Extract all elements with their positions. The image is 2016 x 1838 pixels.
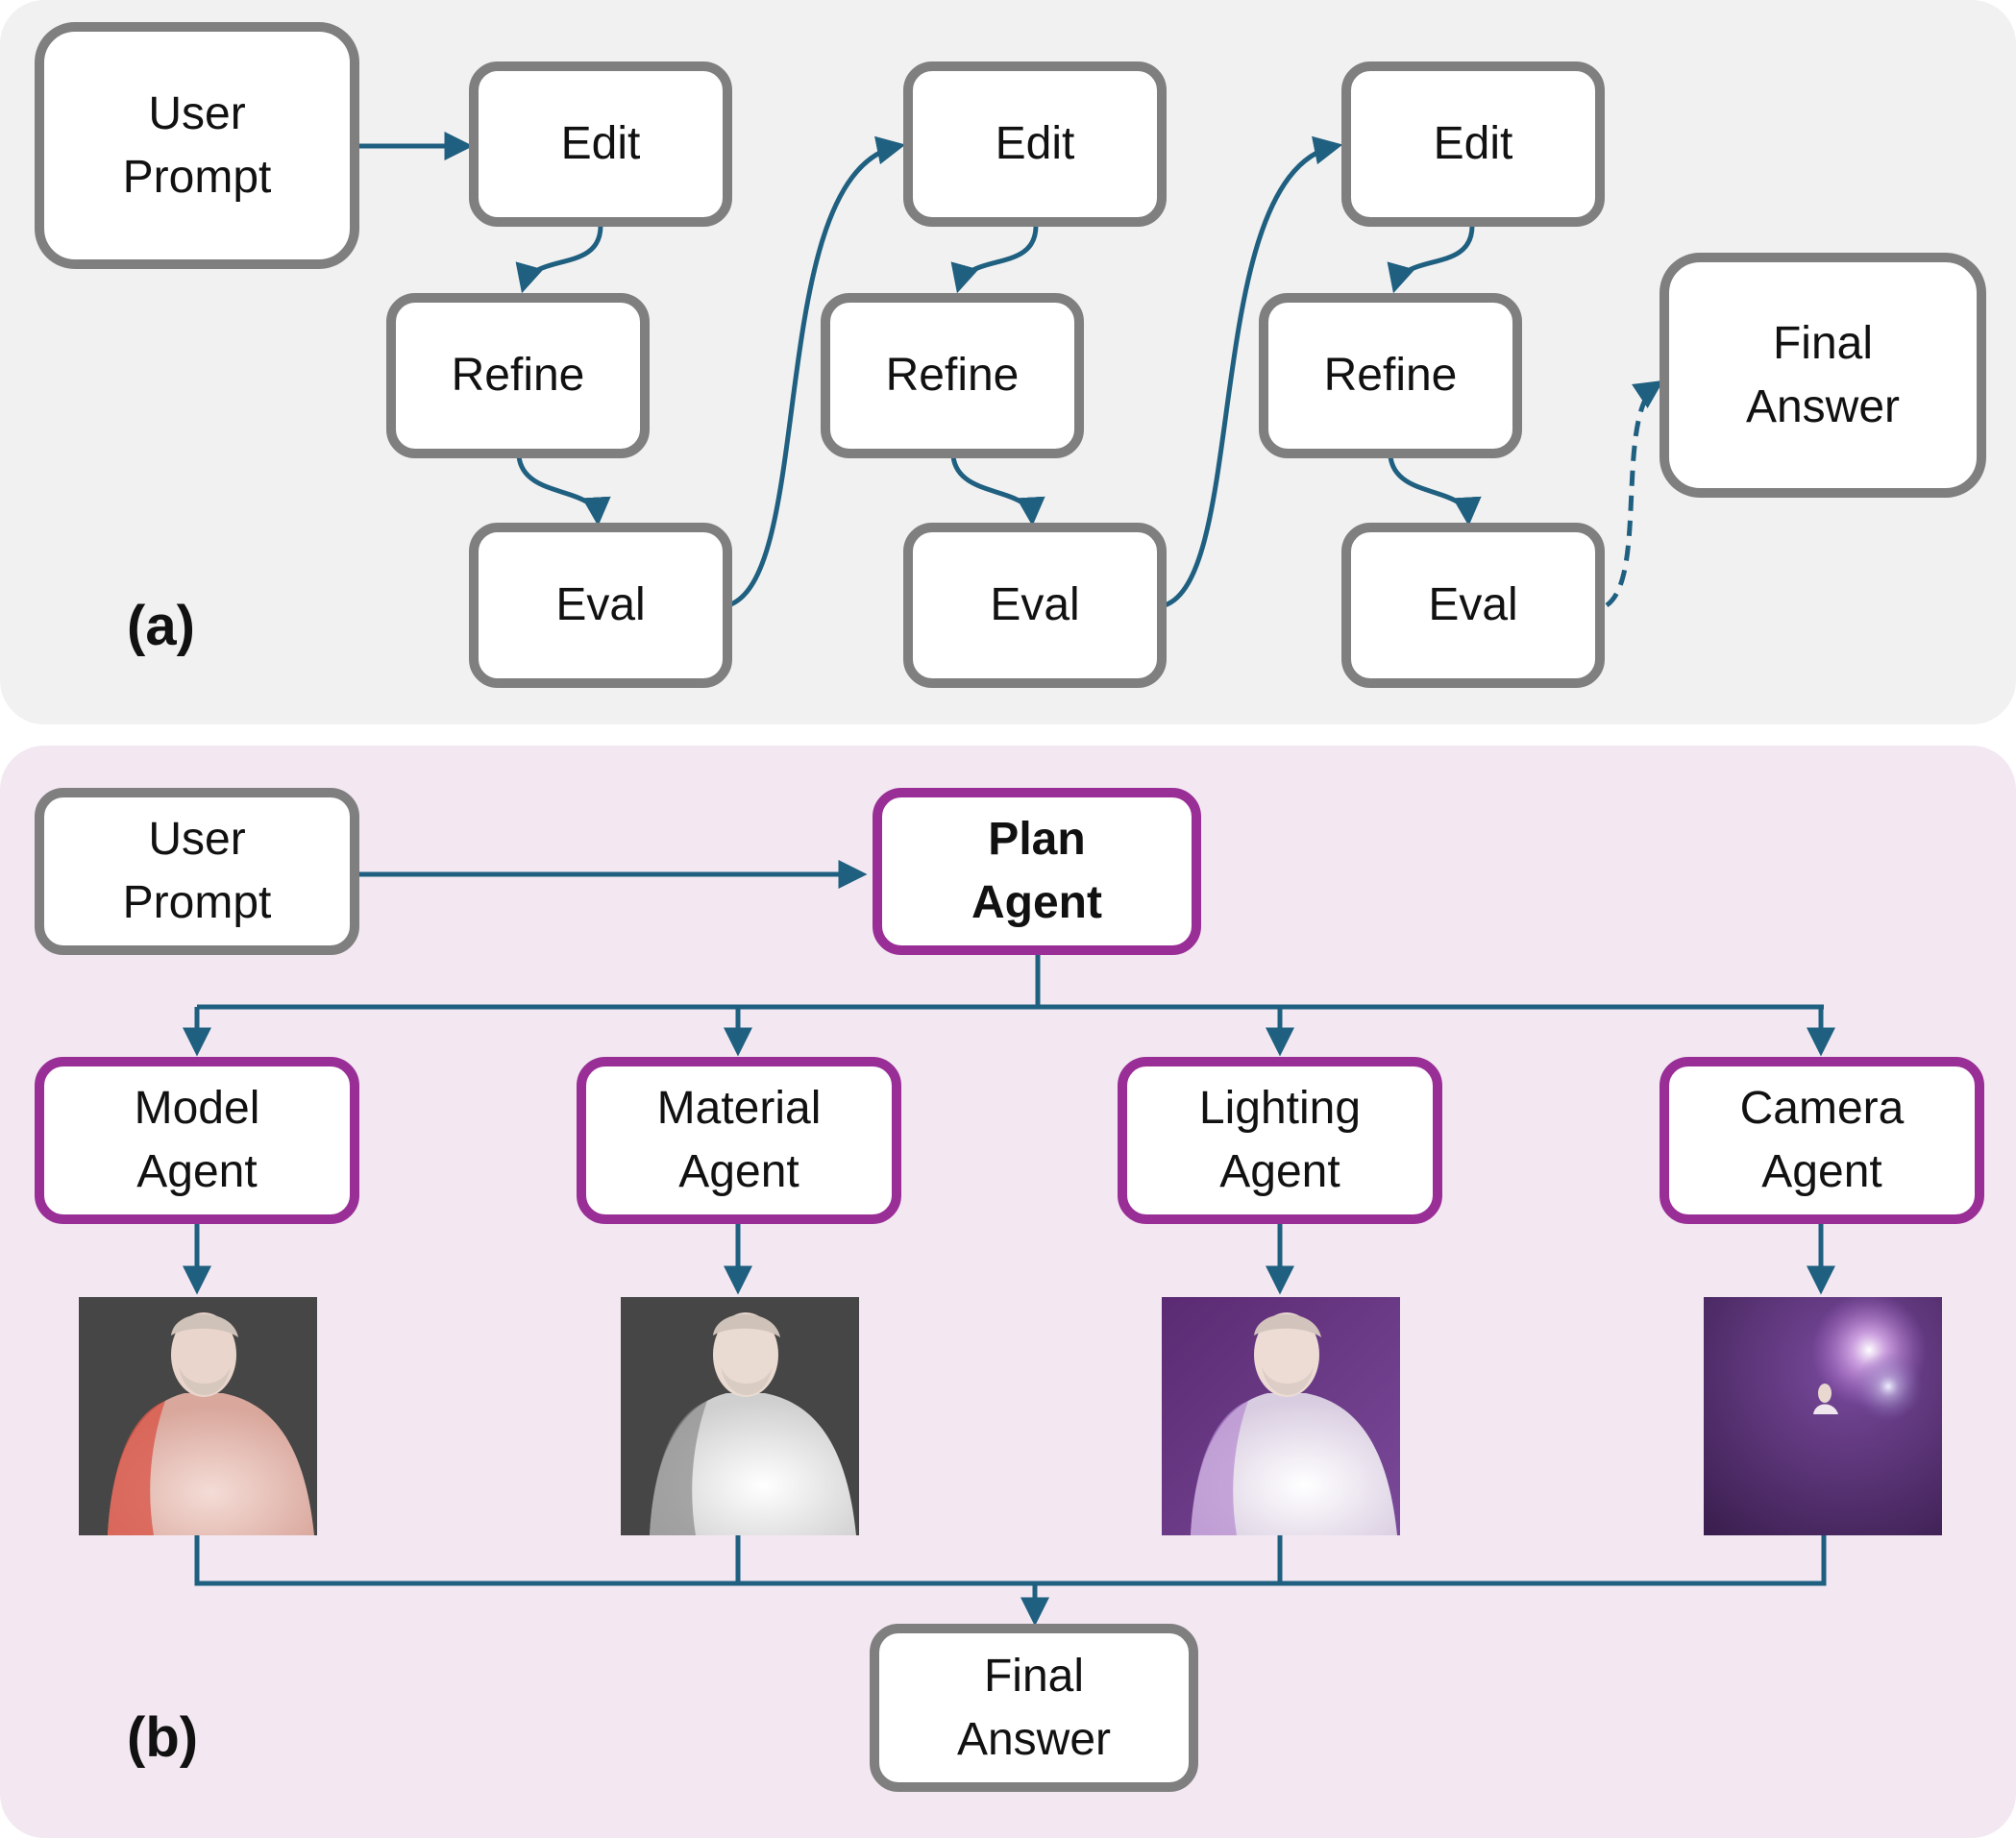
arrow-refine-eval-1 xyxy=(516,455,611,527)
eval-label-3: Eval xyxy=(1428,579,1518,630)
final-answer-label-a: Final Answer xyxy=(1745,317,1901,432)
arrow-refine-eval-2 xyxy=(950,455,1045,527)
model-render-image xyxy=(79,1297,317,1535)
arrow-eval-edit-2 xyxy=(727,135,906,608)
material-agent-label: Material Agent xyxy=(656,1083,822,1197)
eval-label-2: Eval xyxy=(990,579,1080,630)
arrow-eval-final xyxy=(1605,380,1664,608)
model-agent-label: Model Agent xyxy=(134,1083,260,1197)
camera-render-image xyxy=(1704,1297,1942,1535)
lighting-agent-box: Lighting Agent xyxy=(1118,1057,1442,1224)
edit-box-1: Edit xyxy=(469,61,732,227)
material-render-image xyxy=(621,1297,859,1535)
user-prompt-label-b: User Prompt xyxy=(122,814,272,928)
refine-label-1: Refine xyxy=(451,350,585,401)
edit-label-2: Edit xyxy=(995,118,1075,169)
arrow-edit-refine-2 xyxy=(950,225,1039,294)
arrow-edit-refine-3 xyxy=(1387,225,1475,294)
panel-label-a: (a) xyxy=(127,595,195,657)
refine-box-3: Refine xyxy=(1259,293,1522,458)
plan-agent-label: Plan Agent xyxy=(971,814,1102,928)
plan-agent-box: Plan Agent xyxy=(873,788,1201,955)
arrow-refine-eval-3 xyxy=(1388,455,1482,527)
lighting-agent-label: Lighting Agent xyxy=(1198,1083,1362,1197)
refine-box-2: Refine xyxy=(821,293,1084,458)
edit-box-3: Edit xyxy=(1341,61,1605,227)
camera-agent-box: Camera Agent xyxy=(1660,1057,1984,1224)
final-answer-label-b: Final Answer xyxy=(956,1650,1112,1765)
edit-label-3: Edit xyxy=(1433,118,1513,169)
final-answer-box-a: Final Answer xyxy=(1660,253,1986,498)
user-prompt-box-b: User Prompt xyxy=(35,788,359,955)
arrow-edit-refine-1 xyxy=(515,225,603,294)
lighting-render-image xyxy=(1162,1297,1400,1535)
render-bus xyxy=(194,1534,1827,1586)
final-answer-box-b: Final Answer xyxy=(870,1624,1198,1792)
edit-label-1: Edit xyxy=(560,118,641,169)
arrow-eval-edit-3 xyxy=(1164,135,1343,608)
material-agent-box: Material Agent xyxy=(577,1057,901,1224)
eval-label-1: Eval xyxy=(555,579,646,630)
panel-label-b: (b) xyxy=(127,1706,199,1769)
user-prompt-box-a: User Prompt xyxy=(35,22,359,269)
eval-box-1: Eval xyxy=(469,523,732,688)
user-prompt-label-a: User Prompt xyxy=(122,87,272,203)
eval-box-3: Eval xyxy=(1341,523,1605,688)
refine-box-1: Refine xyxy=(386,293,650,458)
eval-box-2: Eval xyxy=(903,523,1167,688)
refine-label-2: Refine xyxy=(885,350,1020,401)
model-agent-box: Model Agent xyxy=(35,1057,359,1224)
edit-box-2: Edit xyxy=(903,61,1167,227)
camera-agent-label: Camera Agent xyxy=(1739,1083,1905,1197)
refine-label-3: Refine xyxy=(1323,350,1458,401)
